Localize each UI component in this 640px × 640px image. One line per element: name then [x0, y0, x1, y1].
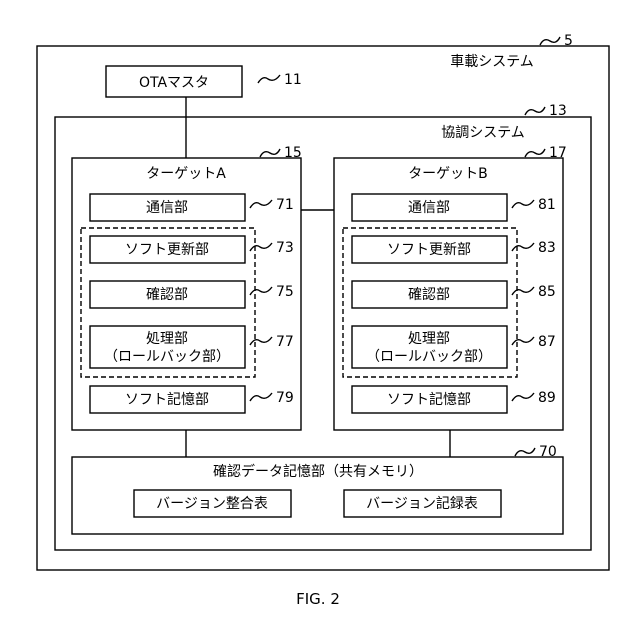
ref-number-83: 83 [538, 240, 556, 256]
ref-number-17: 17 [549, 145, 567, 161]
ref-number-15: 15 [284, 145, 302, 161]
ref-number-73: 73 [276, 240, 294, 256]
figure-caption: FIG. 2 [296, 590, 340, 608]
target-b-title: ターゲットB [408, 166, 488, 182]
ref-leader-13 [525, 107, 545, 115]
ref-number-79: 79 [276, 390, 294, 406]
ref-leader-70 [515, 448, 535, 456]
ref-number-71: 71 [276, 197, 294, 213]
ref-leader-89 [512, 393, 534, 401]
ref-number-11: 11 [284, 72, 302, 88]
ref-number-85: 85 [538, 284, 556, 300]
ref-leader-77 [250, 337, 272, 345]
ref-leader-17 [525, 149, 545, 157]
ref-number-75: 75 [276, 284, 294, 300]
ref-leader-75 [250, 287, 272, 295]
ref-leader-73 [250, 243, 272, 251]
onboard-system-label: 車載システム [450, 53, 534, 70]
version-record-table-label: バージョン記録表 [366, 495, 478, 512]
target-b-confirm-label: 確認部 [408, 287, 450, 303]
ref-leader-11 [258, 75, 280, 83]
ref-leader-83 [512, 243, 534, 251]
ref-leader-5 [540, 37, 560, 45]
ref-number-81: 81 [538, 197, 556, 213]
shared-memory-label: 確認データ記憶部（共有メモリ） [213, 463, 423, 480]
target-b-rollback-label: （ロールバック部） [366, 349, 492, 365]
target-a-confirm-label: 確認部 [146, 287, 188, 303]
ref-number-89: 89 [538, 390, 556, 406]
ref-leader-71 [250, 200, 272, 208]
coop-system-label: 協調システム [441, 125, 525, 141]
ref-number-13: 13 [549, 103, 567, 119]
version-consistency-table-label: バージョン整合表 [156, 496, 268, 512]
coop-system-box [55, 117, 591, 550]
target-a-title: ターゲットA [146, 166, 226, 182]
target-a-update-label: ソフト更新部 [125, 242, 209, 258]
target-a-comm-label: 通信部 [146, 200, 188, 216]
ref-leader-15 [260, 149, 280, 157]
ota-master-label: OTAマスタ [139, 75, 209, 91]
ref-number-77: 77 [276, 334, 294, 350]
ref-leader-87 [512, 337, 534, 345]
target-b-storage-label: ソフト記憶部 [387, 391, 471, 408]
target-b-process-label: 処理部 [408, 331, 450, 347]
ref-leader-79 [250, 393, 272, 401]
ref-number-87: 87 [538, 334, 556, 350]
target-b-update-label: ソフト更新部 [387, 242, 471, 258]
target-a-rollback-label: （ロールバック部） [104, 349, 230, 365]
ref-leader-81 [512, 200, 534, 208]
ref-number-5: 5 [564, 33, 573, 49]
ref-number-70: 70 [539, 444, 557, 460]
target-a-storage-label: ソフト記憶部 [125, 391, 209, 408]
target-a-process-label: 処理部 [146, 331, 188, 347]
ref-leader-85 [512, 287, 534, 295]
target-b-comm-label: 通信部 [408, 200, 450, 216]
